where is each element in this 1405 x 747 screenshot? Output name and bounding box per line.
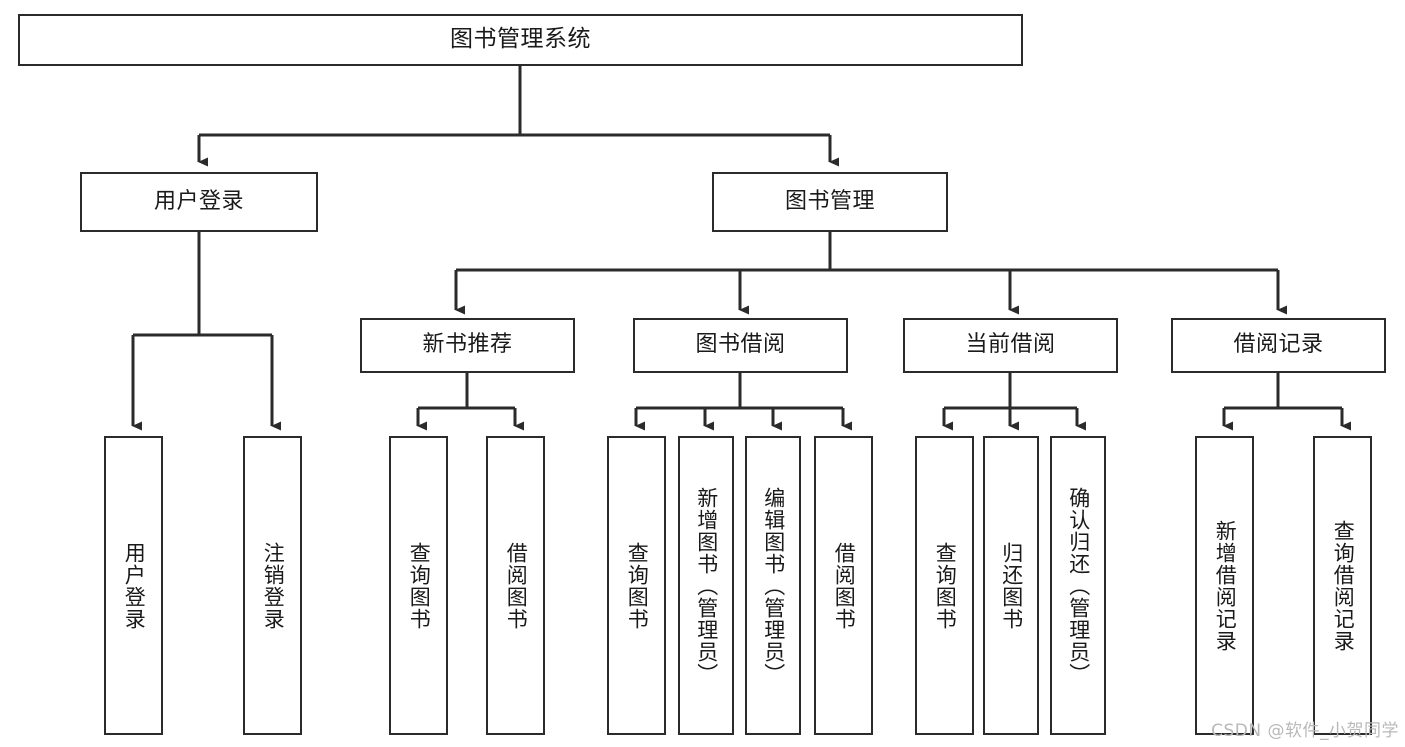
node-leaf-query-record[interactable]: 查询借阅记录 [1313, 436, 1372, 735]
node-user-login[interactable]: 用户登录 [80, 172, 318, 232]
node-leaf-borrow-book-1-label: 借阅图书 [504, 541, 529, 630]
node-root[interactable]: 图书管理系统 [18, 14, 1023, 66]
watermark-text: CSDN @软件_小贺同学 [1211, 721, 1399, 741]
node-leaf-query-book-1[interactable]: 查询图书 [389, 436, 448, 735]
node-root-label: 图书管理系统 [450, 26, 591, 53]
node-book-borrow-label: 图书借阅 [695, 332, 786, 358]
node-leaf-add-book[interactable]: 新增图书（管理员） [678, 436, 734, 735]
node-leaf-borrow-book-1[interactable]: 借阅图书 [486, 436, 545, 735]
node-leaf-logout-label: 注销登录 [261, 541, 286, 630]
node-borrow-record[interactable]: 借阅记录 [1171, 318, 1386, 373]
node-leaf-user-login-label: 用户登录 [122, 541, 147, 630]
node-current-borrow-label: 当前借阅 [965, 332, 1056, 358]
node-leaf-edit-book[interactable]: 编辑图书（管理员） [745, 436, 801, 735]
node-leaf-add-book-label: 新增图书（管理员） [694, 486, 719, 685]
node-leaf-confirm-return-label: 确认归还（管理员） [1066, 486, 1091, 685]
node-new-book-recommend[interactable]: 新书推荐 [360, 318, 575, 373]
node-leaf-return-book[interactable]: 归还图书 [983, 436, 1039, 735]
node-book-management-label: 图书管理 [784, 188, 875, 214]
node-leaf-edit-book-label: 编辑图书（管理员） [761, 486, 786, 685]
node-leaf-add-record-label: 新增借阅记录 [1213, 519, 1238, 652]
node-leaf-query-record-label: 查询借阅记录 [1331, 519, 1356, 652]
node-borrow-record-label: 借阅记录 [1233, 332, 1324, 358]
node-leaf-query-book-1-label: 查询图书 [407, 541, 432, 630]
node-current-borrow[interactable]: 当前借阅 [903, 318, 1118, 373]
node-leaf-borrow-book-2[interactable]: 借阅图书 [814, 436, 873, 735]
node-book-borrow[interactable]: 图书借阅 [633, 318, 848, 373]
node-leaf-return-book-label: 归还图书 [999, 541, 1024, 630]
node-leaf-query-book-2-label: 查询图书 [625, 541, 650, 630]
node-user-login-label: 用户登录 [153, 188, 244, 214]
node-leaf-borrow-book-2-label: 借阅图书 [832, 541, 857, 630]
node-leaf-query-book-2[interactable]: 查询图书 [607, 436, 666, 735]
node-leaf-confirm-return[interactable]: 确认归还（管理员） [1050, 436, 1106, 735]
node-leaf-logout[interactable]: 注销登录 [243, 436, 302, 735]
node-leaf-add-record[interactable]: 新增借阅记录 [1195, 436, 1254, 735]
node-book-management[interactable]: 图书管理 [712, 172, 948, 232]
node-leaf-user-login[interactable]: 用户登录 [104, 436, 163, 735]
node-leaf-query-book-3-label: 查询图书 [933, 541, 958, 630]
node-new-book-recommend-label: 新书推荐 [422, 332, 513, 358]
node-leaf-query-book-3[interactable]: 查询图书 [915, 436, 974, 735]
